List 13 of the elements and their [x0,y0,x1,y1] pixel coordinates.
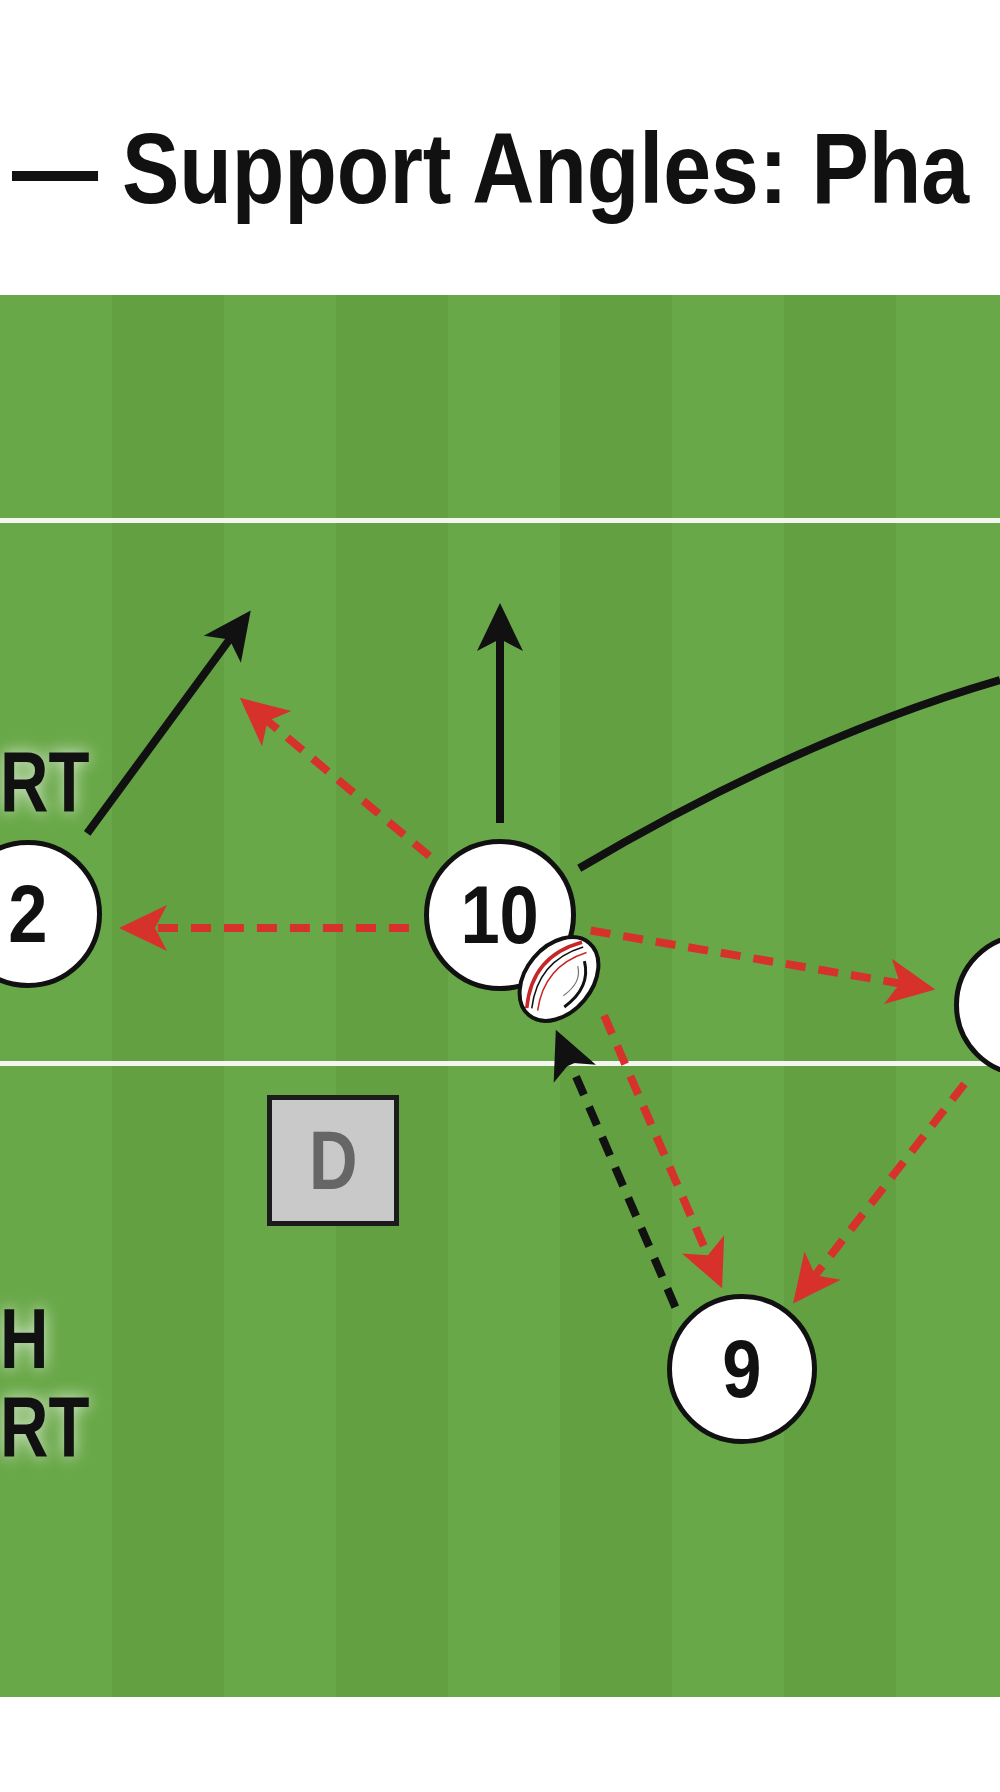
title: — Support Angles: Pha [12,111,970,226]
field-label: RT [0,737,90,825]
defender-marker [267,1094,399,1226]
arrow [83,610,251,836]
player-number: 10 [460,874,540,956]
dashed-arrow [793,1081,968,1304]
dashed-arrow [553,1029,679,1309]
defender-letter: D [308,1118,358,1202]
curved-line [577,676,1000,872]
dashed-arrow [600,1013,725,1289]
field-label: H RT [0,1294,90,1470]
player-number: 9 [722,1328,762,1410]
player-number: 2 [8,873,48,955]
